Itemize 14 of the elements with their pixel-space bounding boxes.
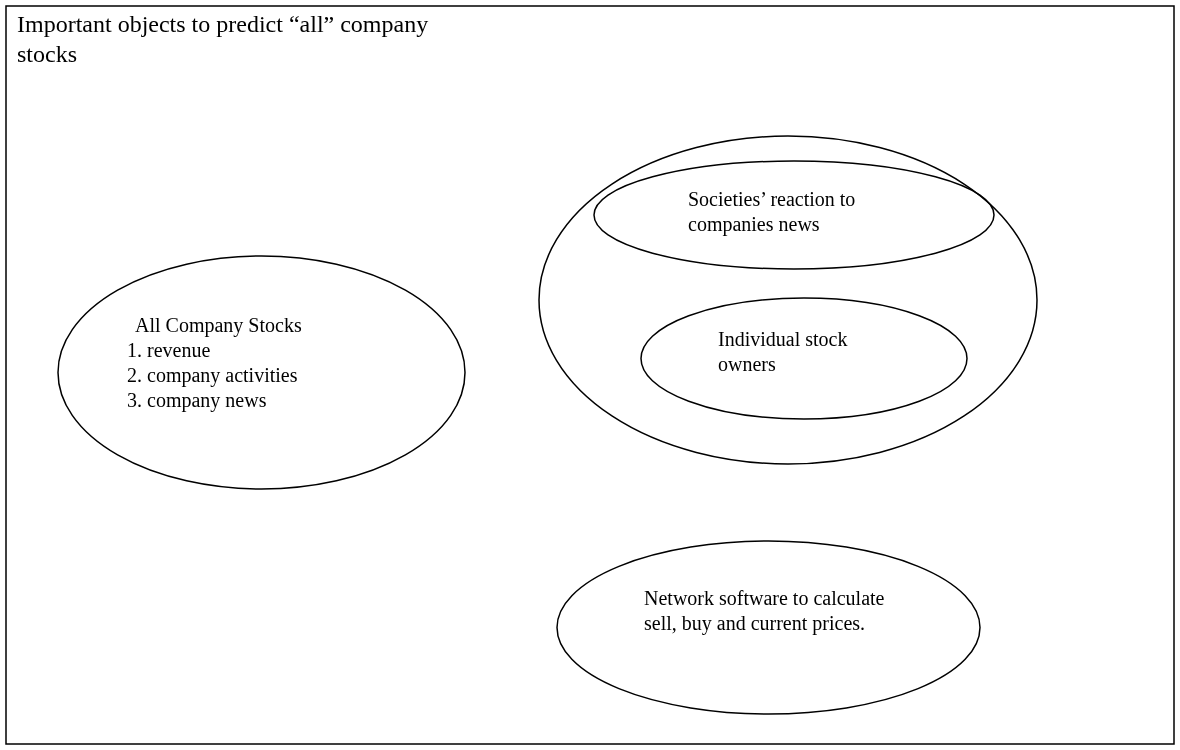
node-text: Individual stock owners [718,327,849,377]
frame-box-node [5,5,1175,745]
oval-outline [538,135,1038,465]
list-item: 1. revenue [127,338,212,363]
list-item: 2. company activities [127,363,299,388]
oval-node [556,540,981,715]
node-text: Societies’ reaction to companies news [688,187,857,237]
oval-node [640,297,968,420]
list-item: 3. company news [127,388,268,413]
node-text: All Company Stocks [135,313,303,338]
heading-text: Important objects to predict “all” company stocks [17,10,430,69]
oval-node [593,160,995,270]
oval-node [57,255,466,490]
node-text: Network software to calculate sell, buy and current prices. [644,586,886,636]
